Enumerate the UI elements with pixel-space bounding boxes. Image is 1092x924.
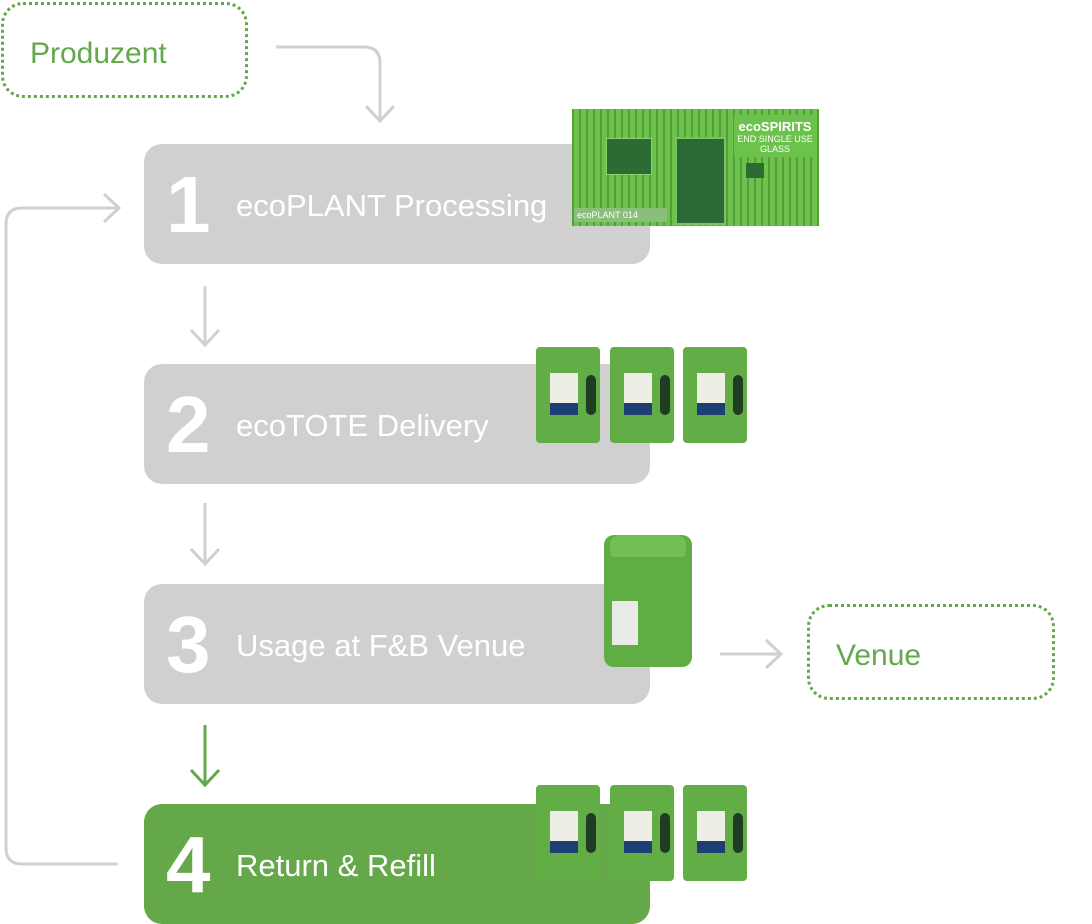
container-window xyxy=(606,138,652,175)
step-label: Return & Refill xyxy=(236,848,436,883)
step-3: 3 Usage at F&B Venue xyxy=(144,584,650,704)
step-label: ecoTOTE Delivery xyxy=(236,408,489,443)
ecotote-image xyxy=(683,347,747,443)
arrowhead-icon xyxy=(102,192,122,224)
arrowhead-icon xyxy=(189,547,221,567)
container-window xyxy=(746,163,764,178)
container-door xyxy=(675,137,726,225)
arrowhead-icon xyxy=(364,104,396,124)
venue-label: Venue xyxy=(836,639,922,672)
step-number: 2 xyxy=(166,380,211,469)
step-number: 4 xyxy=(166,820,211,909)
arrow-loop-back xyxy=(4,206,118,866)
venue-node: Venue xyxy=(807,604,1055,700)
ecotote-dispenser-image xyxy=(604,535,692,667)
producer-label: Produzent xyxy=(30,37,167,70)
ecotote-image xyxy=(536,347,600,443)
producer-node: Produzent xyxy=(1,2,248,98)
step-number: 3 xyxy=(166,600,211,689)
ecotote-image xyxy=(683,785,747,881)
ecotote-image xyxy=(610,347,674,443)
arrow-producer-to-step1 xyxy=(276,45,382,120)
step-1: 1 ecoPLANT Processing xyxy=(144,144,650,264)
arrowhead-icon xyxy=(189,328,221,348)
arrowhead-icon xyxy=(189,768,221,788)
step-label: Usage at F&B Venue xyxy=(236,628,526,663)
step-number: 1 xyxy=(166,160,211,249)
arrowhead-icon xyxy=(764,638,784,670)
ecotote-image xyxy=(536,785,600,881)
container-plate: ecoPLANT 014 xyxy=(574,208,667,222)
ecotote-image xyxy=(610,785,674,881)
step-label: ecoPLANT Processing xyxy=(236,188,548,223)
